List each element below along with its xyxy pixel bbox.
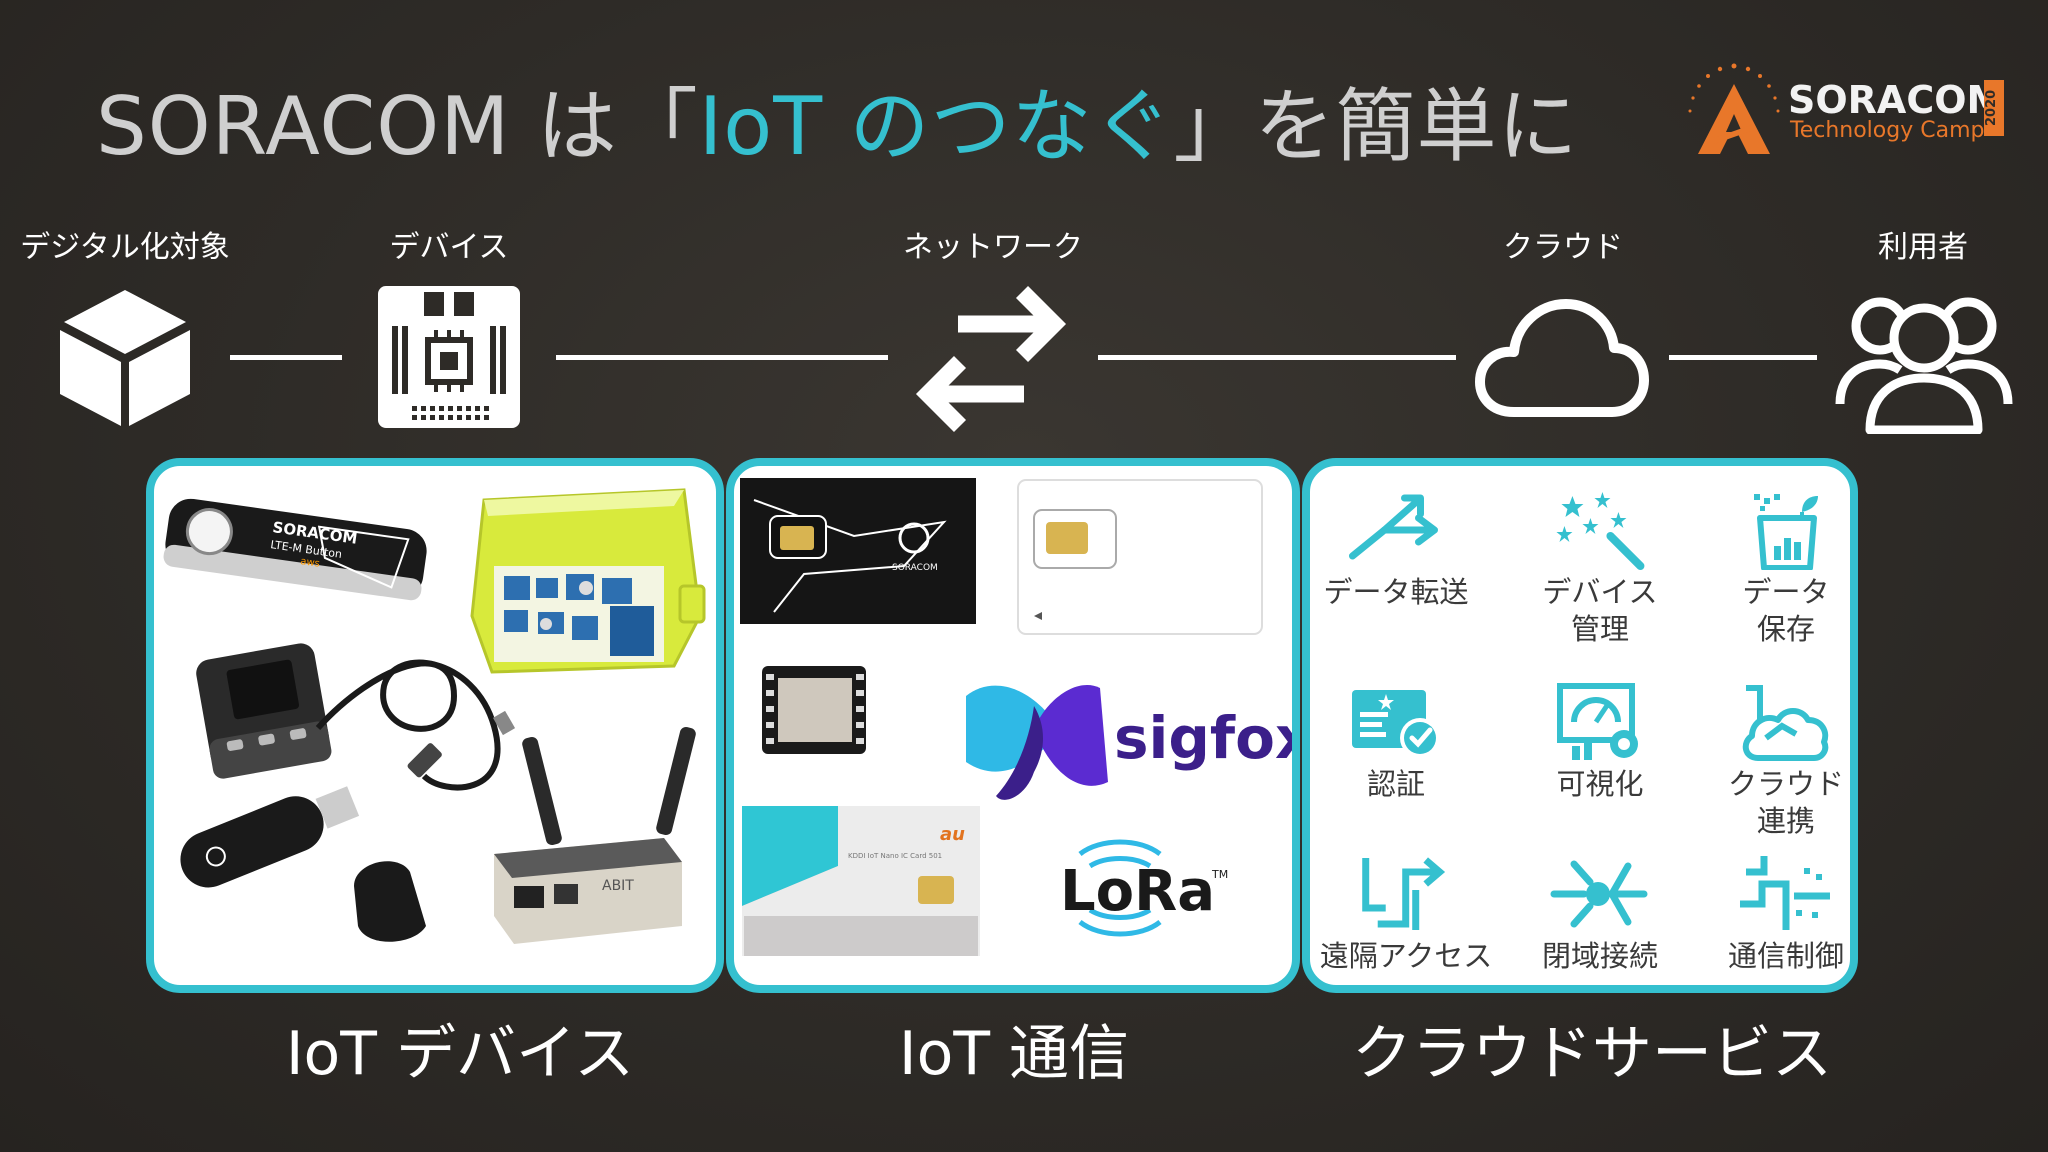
service-label: 連携 — [1756, 804, 1816, 838]
usb-cable — [315, 659, 501, 791]
service-label: 遠隔アクセス — [1319, 939, 1493, 973]
service-visualization: 可視化 — [1550, 682, 1650, 803]
connector-line — [1669, 355, 1817, 360]
title-suffix: 」を簡単に — [1173, 80, 1579, 173]
logo-subtitle: Technology Camp — [1790, 118, 1985, 143]
soracom-logo: SORACOM Technology Camp 2020 — [1684, 62, 2004, 156]
service-label: 保存 — [1756, 612, 1815, 646]
iot-comm-panel: SORACOM sigfox — [726, 458, 1300, 993]
iot-devices-panel: SORACOM LTE-M Button aws — [146, 458, 724, 993]
logo-brand: SORACOM — [1788, 78, 2005, 122]
cloud-integration-icon — [1742, 685, 1829, 761]
label-network: ネットワーク — [903, 230, 1083, 265]
service-data-transfer: データ転送 — [1323, 490, 1469, 611]
white-sim-card — [1017, 479, 1263, 635]
au-sim-card — [742, 806, 980, 956]
service-label: 管理 — [1570, 612, 1630, 646]
dongle-cap — [354, 861, 426, 942]
connector-line — [230, 355, 342, 360]
device-board-icon — [378, 286, 520, 428]
soracom-sim-card — [740, 478, 976, 624]
au-card-text: KDDI IoT Nano IC Card 501 — [848, 852, 942, 860]
authentication-icon — [1352, 690, 1440, 758]
logo-year: 2020 — [1984, 80, 2004, 136]
service-communication-control: 通信制御 — [1728, 854, 1844, 975]
cloud-services-panel: データ転送 デバイス 管理 データ 保存 — [1302, 458, 1858, 993]
slide-title: SORACOM は「IoT のつなぐ」を簡単に — [96, 62, 1579, 178]
service-label: 可視化 — [1556, 767, 1644, 801]
router-brand-text: ABIT — [602, 878, 634, 894]
comm-illustration: SORACOM sigfox — [740, 478, 1292, 956]
service-label: クラウド — [1727, 767, 1845, 801]
visualization-icon — [1557, 683, 1638, 760]
device-management-icon — [1555, 492, 1644, 570]
devices-illustration: SORACOM LTE-M Button aws — [163, 488, 706, 944]
service-authentication: 認証 — [1346, 682, 1446, 803]
service-data-storage: データ 保存 — [1736, 490, 1836, 648]
service-label: データ転送 — [1323, 575, 1469, 609]
m5stack-device — [196, 643, 332, 779]
service-label: 認証 — [1366, 767, 1425, 801]
label-digital-target: デジタル化対象 — [20, 230, 230, 265]
caption-cloud-services: クラウドサービス — [1352, 1019, 1832, 1089]
service-cloud-integration: クラウド 連携 — [1728, 682, 1844, 840]
service-label: 閉域接続 — [1541, 939, 1659, 973]
service-remote-access: 遠隔アクセス — [1319, 854, 1493, 975]
cube-icon — [60, 290, 190, 426]
remote-access-icon — [1362, 857, 1446, 930]
label-device: デバイス — [389, 230, 509, 265]
sim-brand-text: SORACOM — [892, 563, 938, 573]
caption-iot-devices: IoT デバイス — [285, 1019, 635, 1089]
connector-line — [556, 355, 888, 360]
exchange-arrows-icon — [915, 285, 1067, 433]
sigfox-logo-icon — [966, 684, 1108, 800]
lora-text: LoRa — [1060, 859, 1215, 924]
label-cloud: クラウド — [1503, 230, 1623, 265]
data-storage-icon — [1754, 494, 1818, 570]
tent-logo-icon — [1688, 63, 1780, 154]
closed-network-icon — [1550, 860, 1648, 928]
grove-kit-box — [470, 488, 706, 674]
service-closed-network: 閉域接続 — [1542, 854, 1658, 975]
connector-line — [1098, 355, 1456, 360]
caption-iot-comm: IoT 通信 — [898, 1019, 1130, 1089]
service-label: デバイス — [1542, 575, 1658, 609]
lora-wave-icon — [1078, 839, 1162, 937]
usb-dongle — [180, 786, 360, 888]
lte-router — [494, 726, 696, 944]
service-label: データ — [1742, 575, 1830, 609]
lora-tm-text: TM — [1211, 868, 1228, 881]
users-icon — [1835, 297, 2013, 434]
cloud-icon — [1475, 299, 1649, 417]
service-label: 通信制御 — [1727, 939, 1845, 973]
au-logo-text: au — [940, 824, 965, 845]
label-user: 利用者 — [1878, 230, 1968, 265]
title-prefix: SORACOM は「 — [96, 80, 699, 173]
sigfox-text: sigfox — [1114, 704, 1292, 772]
lte-m-button — [163, 498, 427, 601]
service-device-management: デバイス 管理 — [1542, 490, 1658, 648]
data-transfer-icon — [1348, 494, 1438, 560]
communication-control-icon — [1739, 856, 1830, 930]
button-aws-text: aws — [300, 556, 321, 570]
title-highlight: IoT のつなぐ — [698, 80, 1174, 173]
embedded-sim-chip — [762, 666, 866, 754]
